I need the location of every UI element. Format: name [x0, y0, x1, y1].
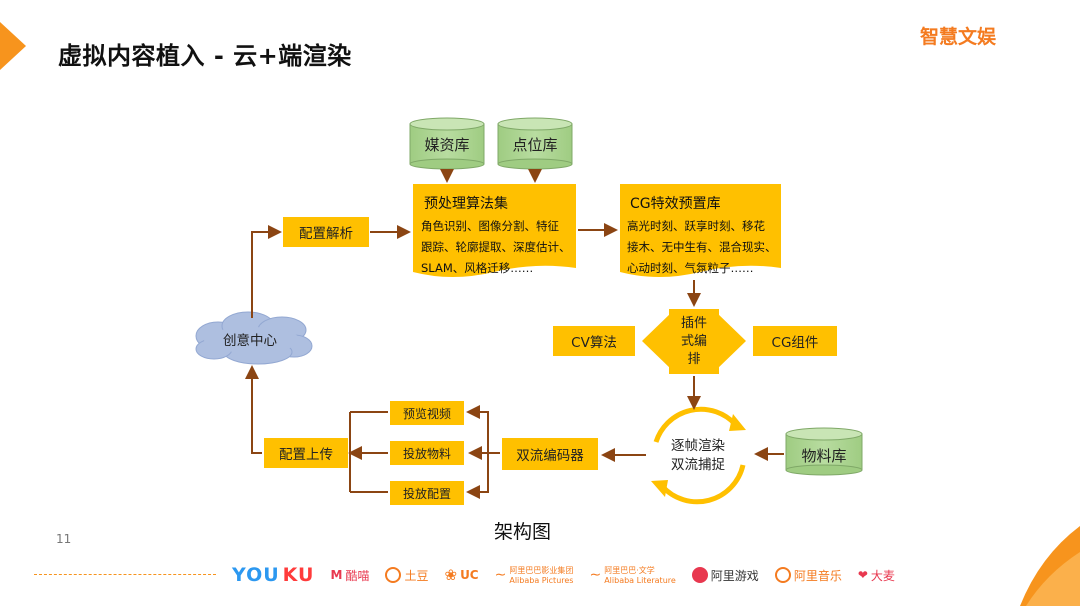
slide-title: 虚拟内容植入 - 云+端渲染 [58, 42, 352, 70]
dual-encoder-box: 双流编码器 [502, 438, 598, 470]
db-media-label: 媒资库 [424, 135, 470, 154]
plugin-edit-shape [642, 309, 746, 374]
ali-games-icon [691, 567, 708, 583]
corner-accent [0, 22, 26, 70]
preprocess-line: SLAM、风格迁移…… [421, 261, 534, 275]
ali-music-icon [774, 567, 791, 583]
page-number: 11 [56, 532, 72, 546]
output-config-box: 投放配置 [390, 481, 464, 505]
damai-logo: ❤大麦 [857, 568, 895, 583]
plugin-edit-line: 式编 [680, 334, 707, 349]
cg-presets-line: 心动时刻、气氛粒子…… [627, 261, 754, 275]
cg-presets-box [620, 184, 781, 277]
cg-presets-list: 高光时刻、跃享时刻、移花 接木、无中生有、混合现实、 心动时刻、气氛粒子…… [627, 216, 782, 279]
render-cycle-arrows [653, 406, 746, 505]
preprocess-title: 预处理算法集 [424, 196, 508, 212]
tudou-icon [385, 567, 402, 583]
cg-component-box: CG组件 [753, 326, 837, 356]
db-points-cylinder [497, 117, 573, 170]
preprocess-line: 角色识别、图像分割、特征 [421, 219, 559, 233]
creative-center-cloud [195, 311, 313, 365]
tudou-logo: 土豆 [385, 567, 428, 584]
config-parse-box: 配置解析 [283, 217, 369, 247]
output-preview-box: 预览视频 [390, 401, 464, 425]
render-capture-line: 双流捕捉 [671, 457, 725, 473]
plugin-edit-line: 插件 [680, 316, 707, 331]
render-capture-label: 逐帧渲染 双流捕捉 [658, 435, 738, 477]
diagram-caption: 架构图 [494, 521, 552, 543]
creative-center-label: 创意中心 [223, 333, 277, 349]
preprocess-list: 角色识别、图像分割、特征 跟踪、轮廓提取、深度估计、 SLAM、风格迁移…… [421, 216, 576, 279]
db-materials-cylinder [785, 427, 863, 476]
uc-logo: ❀UC [444, 566, 479, 584]
footer-divider [34, 574, 216, 575]
preprocess-box [413, 184, 576, 277]
cg-presets-title: CG特效预置库 [630, 196, 721, 212]
flow-arrows [245, 169, 784, 499]
cg-presets-line: 接木、无中生有、混合现实、 [627, 240, 777, 254]
output-materials-box: 投放物料 [390, 441, 464, 465]
cv-algo-box: CV算法 [553, 326, 635, 356]
plugin-edit-line: 排 [687, 352, 701, 367]
preprocess-line: 跟踪、轮廓提取、深度估计、 [421, 240, 571, 254]
config-upload-box: 配置上传 [264, 438, 348, 468]
cg-presets-line: 高光时刻、跃享时刻、移花 [627, 219, 765, 233]
plugin-edit-label: 插件 式编 排 [669, 313, 719, 371]
ali-games-logo: 阿里游戏 [691, 567, 759, 584]
db-points-label: 点位库 [512, 135, 558, 154]
render-capture-line: 逐帧渲染 [671, 438, 725, 454]
db-media-cylinder [409, 117, 485, 170]
corner-fox-decoration [1020, 526, 1080, 606]
db-materials-label: 物料库 [801, 446, 847, 465]
brand-name: 智慧文娱 [920, 26, 997, 48]
ali-music-logo: 阿里音乐 [774, 567, 842, 584]
